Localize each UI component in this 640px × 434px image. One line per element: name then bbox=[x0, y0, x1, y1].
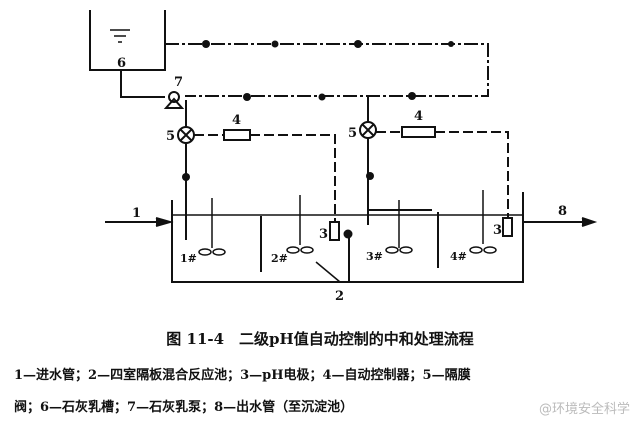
label-cell-3: 3# bbox=[366, 250, 383, 263]
controller-2 bbox=[401, 126, 436, 138]
label-inlet: 1 bbox=[132, 206, 141, 221]
legend-line-1: 1—进水管；2—四室隔板混合反应池；3—pH电极；4—自动控制器；5—隔膜 bbox=[14, 368, 471, 383]
label-controller-2: 4 bbox=[414, 109, 423, 124]
label-cell-2: 2# bbox=[271, 252, 288, 265]
label-lime-tank: 6 bbox=[117, 56, 126, 71]
ph-electrode-2 bbox=[502, 217, 513, 237]
lime-pump bbox=[163, 91, 185, 109]
label-tank: 2 bbox=[335, 289, 344, 304]
label-valve-2: 5 bbox=[348, 126, 357, 141]
label-electrode-2: 3 bbox=[493, 223, 502, 238]
label-pump: 7 bbox=[174, 75, 183, 90]
controller-1 bbox=[223, 129, 251, 141]
process-flow-diagram: 1 2 3 3 4 4 5 5 6 7 8 1# 2# 3# 4# bbox=[89, 10, 598, 304]
diaphragm-valve-1 bbox=[177, 126, 195, 144]
watermark: @环境安全科学 bbox=[538, 402, 630, 417]
label-outlet: 8 bbox=[558, 204, 567, 219]
suction-line bbox=[120, 70, 165, 98]
label-cell-1: 1# bbox=[180, 252, 197, 265]
label-valve-1: 5 bbox=[166, 129, 175, 144]
figure-title: 图 11-4 二级pH值自动控制的中和处理流程 bbox=[166, 330, 474, 348]
reaction-tank bbox=[171, 192, 524, 283]
diaphragm-valve-2 bbox=[359, 121, 377, 139]
legend-line-2: 阀；6—石灰乳槽；7—石灰乳泵；8—出水管（至沉淀池） bbox=[14, 400, 354, 415]
liquid-level-icon bbox=[110, 29, 130, 43]
label-controller-1: 4 bbox=[232, 113, 241, 128]
lime-milk-tank bbox=[89, 10, 166, 71]
ph-electrode-1 bbox=[329, 221, 340, 241]
label-cell-4: 4# bbox=[450, 250, 467, 263]
return-line bbox=[165, 43, 489, 97]
label-electrode-1: 3 bbox=[319, 227, 328, 242]
